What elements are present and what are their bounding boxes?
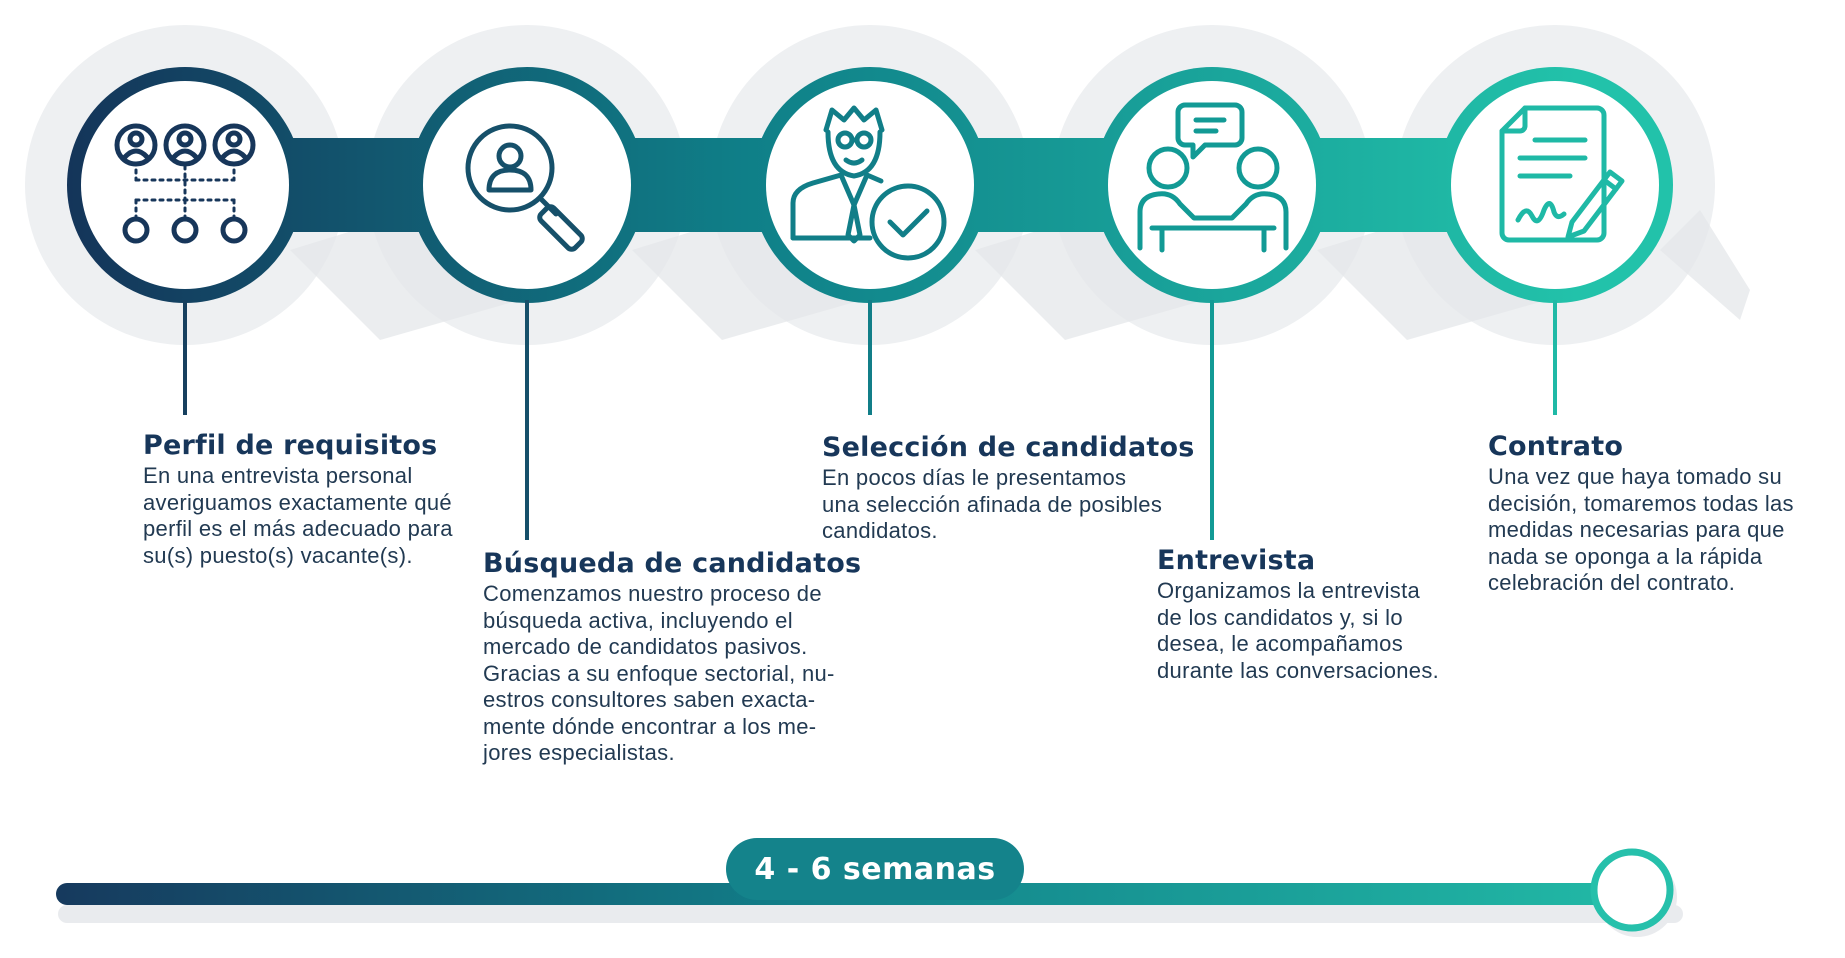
step-1-title: Perfil de requisitos: [143, 430, 438, 461]
step-4-description: Organizamos la entrevista de los candida…: [1157, 578, 1440, 683]
contract-icon: [1499, 105, 1625, 243]
step-5-text: Contrato Una vez que haya tomado su deci…: [1488, 431, 1833, 597]
step-5-title: Contrato: [1488, 431, 1624, 462]
timeline-end-marker: [1590, 848, 1674, 932]
step-5-description: Una vez que haya tomado su decisión, tom…: [1488, 464, 1794, 595]
step-1-text: Perfil de requisitos En una entrevista p…: [143, 430, 503, 569]
timeline-duration-label: 4 - 6 semanas: [754, 851, 996, 887]
candidate-check-icon: [790, 105, 947, 261]
step-3-description: En pocos días le presentamos una selecci…: [822, 465, 1163, 543]
step-2-title: Búsqueda de candidatos: [483, 548, 862, 579]
step-3-title: Selección de candidatos: [822, 432, 1195, 463]
step-4-title: Entrevista: [1157, 545, 1316, 576]
timeline-shadow: [58, 905, 1683, 923]
timeline: [56, 838, 1683, 937]
timeline-badge: [726, 838, 1024, 900]
step-2-text: Búsqueda de candidatos Comenzamos nuestr…: [483, 548, 883, 767]
step-1-description: En una entrevista personal averiguamos e…: [143, 463, 453, 568]
org-chart-icon: [114, 123, 256, 244]
interview-icon: [1137, 102, 1289, 253]
search-person-icon: [465, 123, 585, 252]
shadow-group: [290, 210, 1750, 340]
step-2-description: Comenzamos nuestro proceso de búsqueda a…: [483, 581, 835, 765]
connector-lines: [183, 300, 1557, 540]
step-3-text: Selección de candidatos En pocos días le…: [822, 432, 1212, 545]
step-4-text: Entrevista Organizamos la entrevista de …: [1157, 545, 1487, 684]
